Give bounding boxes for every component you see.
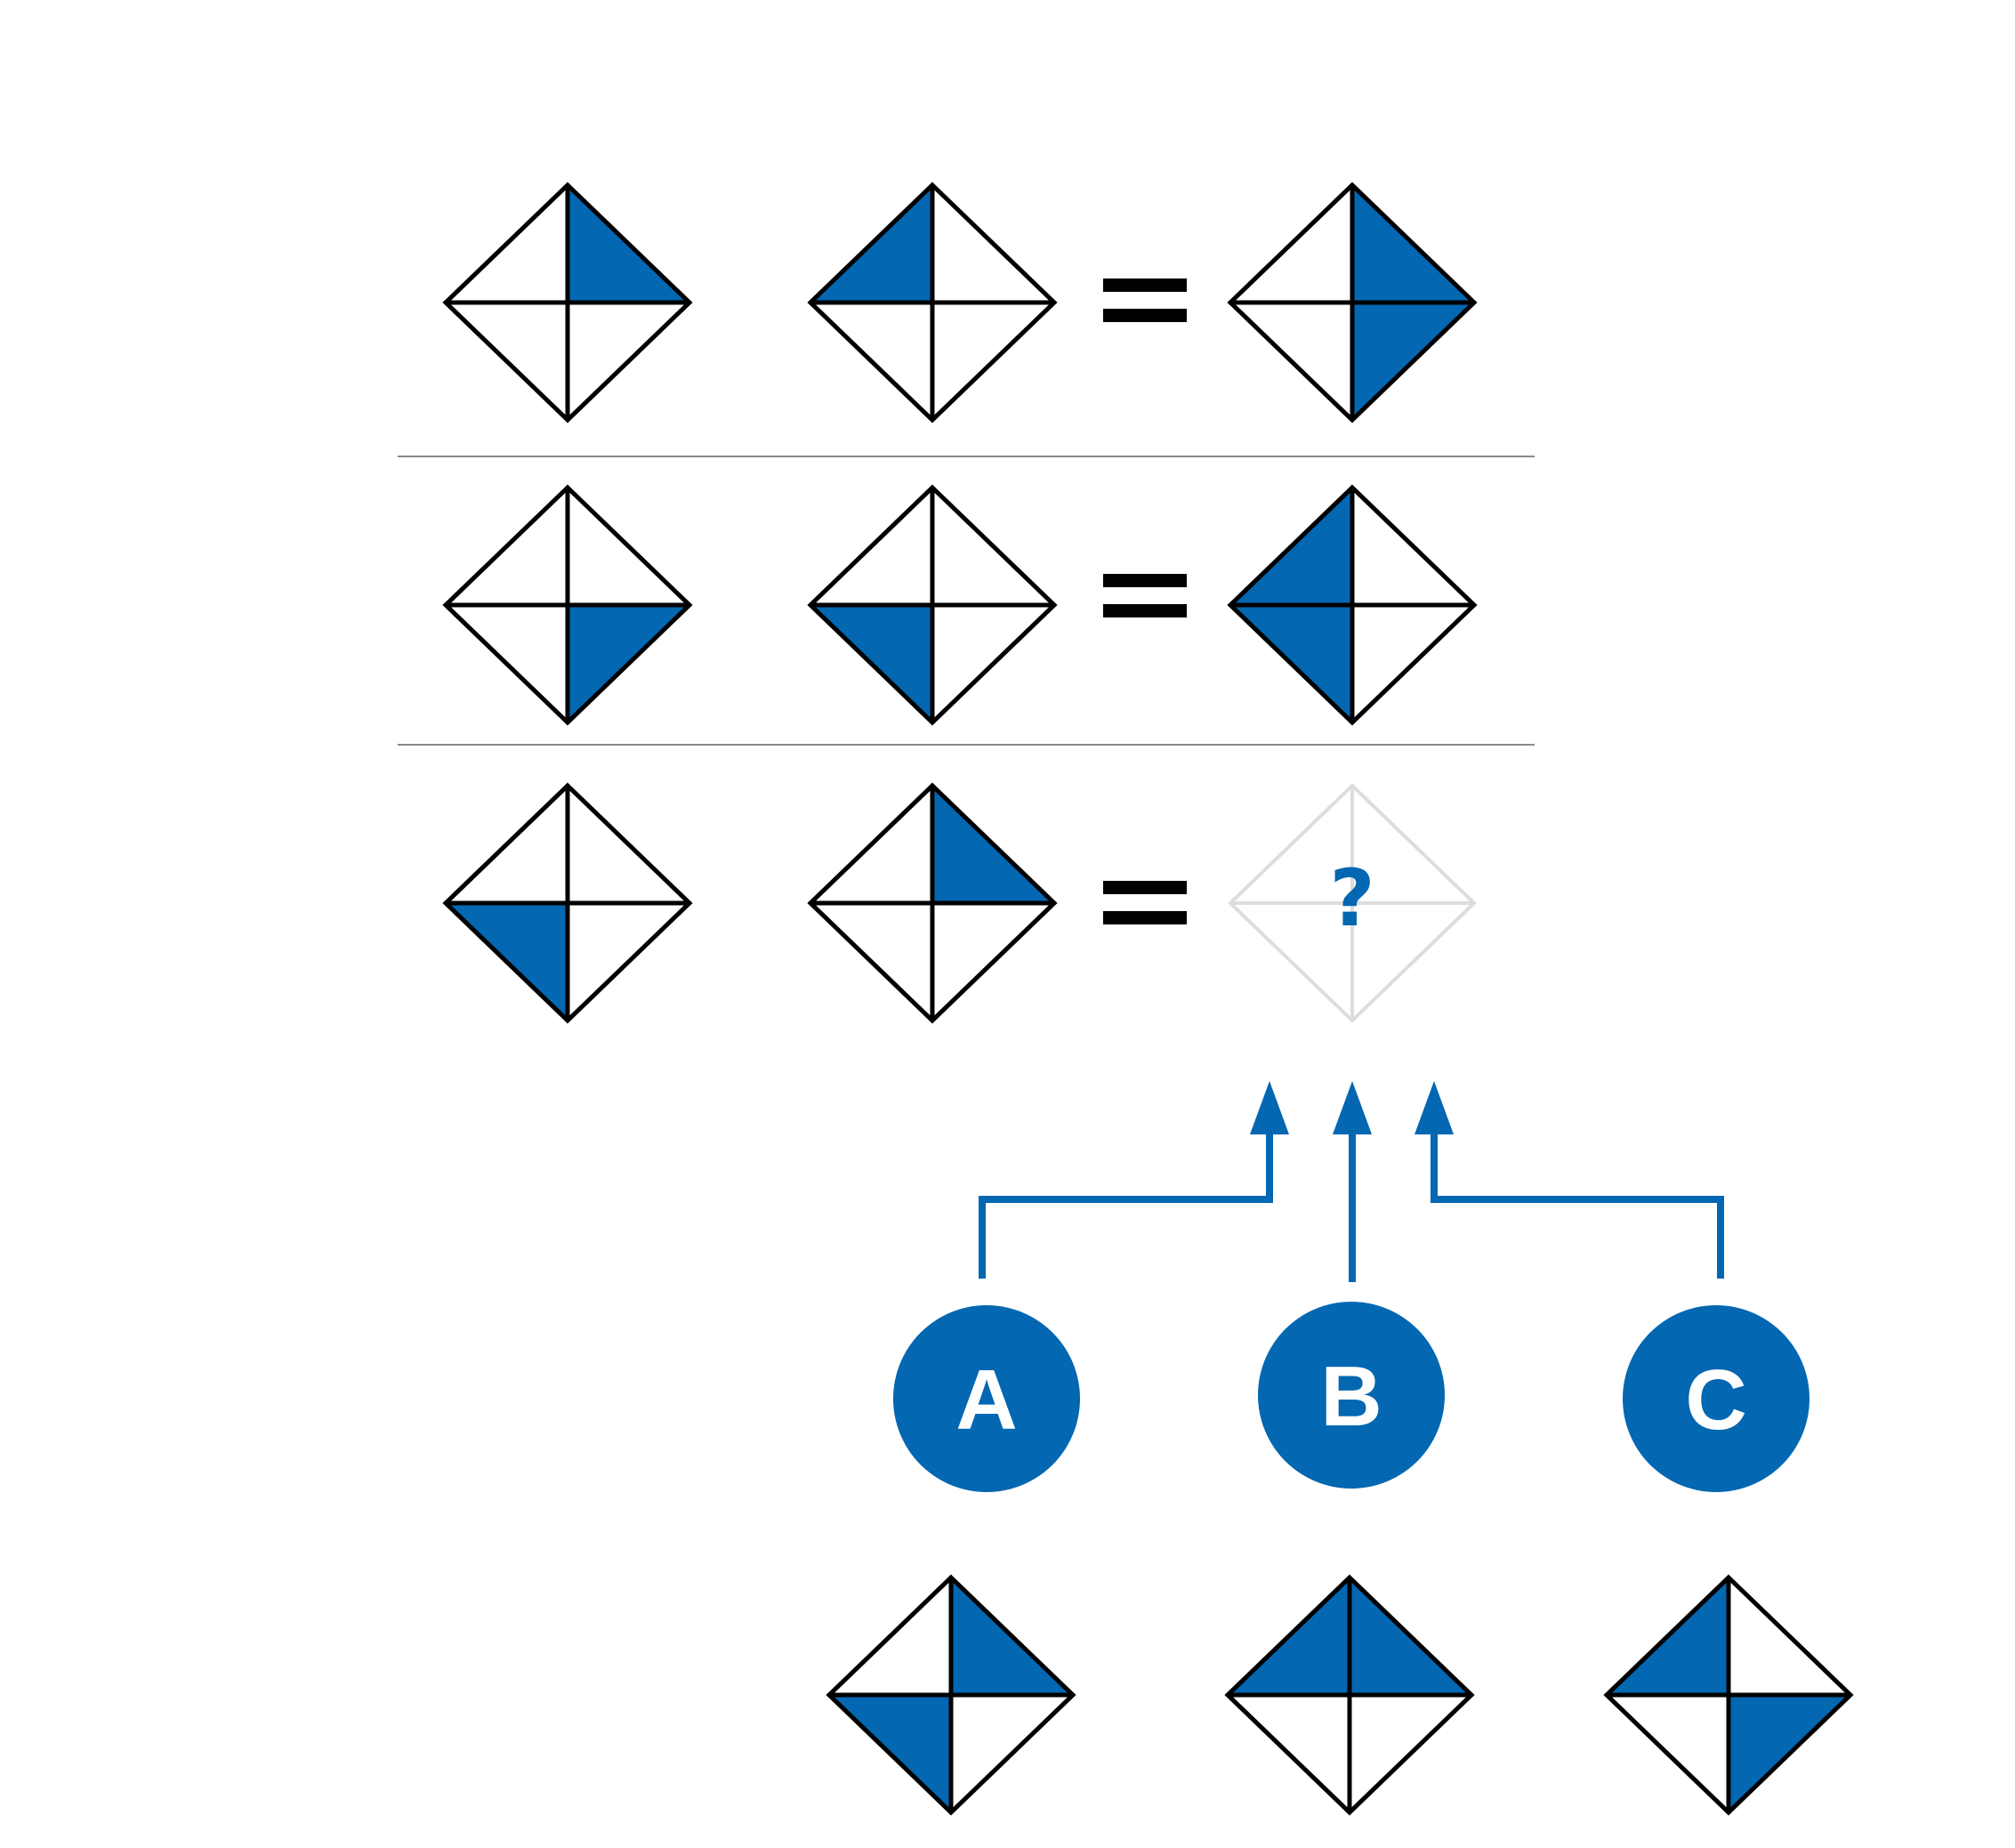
option-a-label: A bbox=[955, 1352, 1017, 1448]
row-2-right-figure bbox=[807, 484, 1058, 726]
option-c-figure bbox=[1603, 1574, 1854, 1816]
row-2-result-figure bbox=[1227, 484, 1478, 726]
row-2-left-figure bbox=[442, 484, 693, 726]
diamond-figures bbox=[442, 182, 1854, 1816]
row-1-left-figure bbox=[442, 182, 693, 424]
arrow-line-a bbox=[979, 1132, 1273, 1279]
missing-figure-placeholder bbox=[1228, 783, 1477, 1023]
option-a-figure bbox=[826, 1574, 1076, 1816]
question-mark: ? bbox=[1329, 852, 1374, 944]
row-3-right-figure bbox=[807, 782, 1058, 1024]
equals-sign bbox=[1103, 881, 1187, 924]
row-3-left-figure bbox=[442, 782, 693, 1024]
arrowhead-c bbox=[1415, 1081, 1454, 1134]
row-1-result-figure bbox=[1227, 182, 1478, 424]
connector-arrows bbox=[979, 1132, 1724, 1282]
option-b-label: B bbox=[1320, 1349, 1382, 1444]
arrowhead-a bbox=[1250, 1081, 1289, 1134]
option-c-button[interactable]: C bbox=[1623, 1305, 1809, 1492]
option-a-button[interactable]: A bbox=[893, 1305, 1080, 1492]
row-1-right-figure bbox=[807, 182, 1058, 424]
equals-sign bbox=[1103, 574, 1187, 617]
option-b-figure bbox=[1224, 1574, 1475, 1816]
arrow-line-c bbox=[1431, 1132, 1724, 1279]
arrowhead-b bbox=[1333, 1081, 1372, 1134]
option-c-label: C bbox=[1685, 1352, 1746, 1448]
equals-sign bbox=[1103, 278, 1187, 322]
option-b-button[interactable]: B bbox=[1258, 1302, 1445, 1489]
arrowheads bbox=[1250, 1081, 1454, 1134]
